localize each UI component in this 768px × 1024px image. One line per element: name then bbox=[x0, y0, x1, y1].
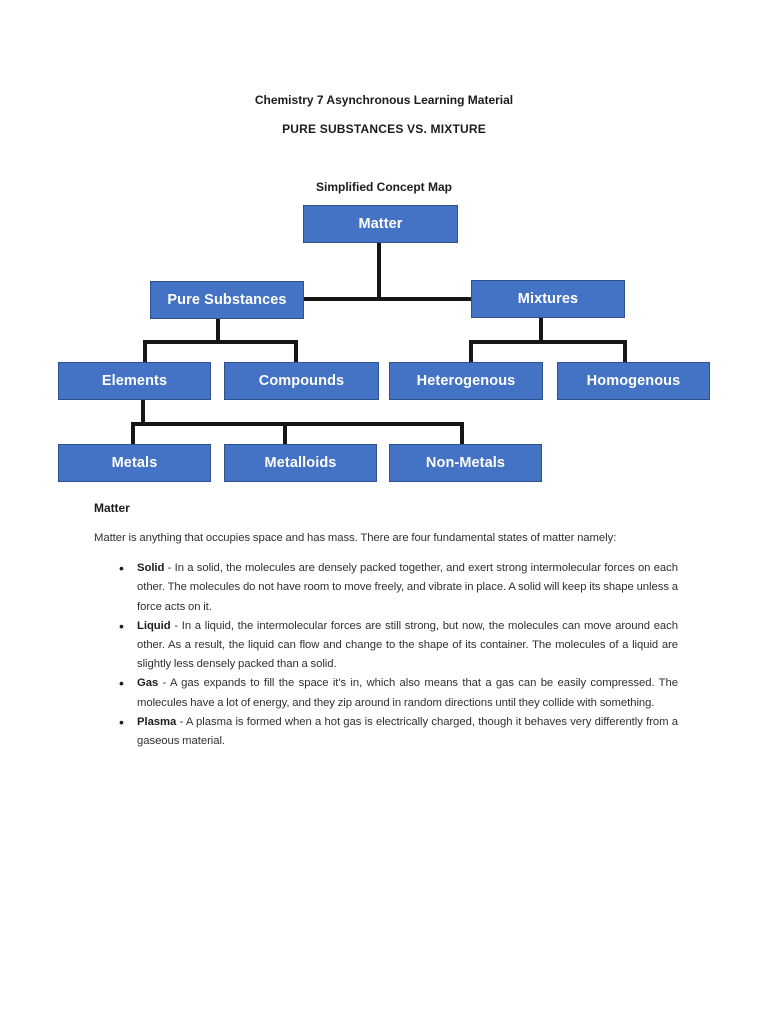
document-subtitle: PURE SUBSTANCES VS. MIXTURE bbox=[282, 122, 486, 136]
term-plasma-description: - A plasma is formed when a hot gas is e… bbox=[137, 715, 678, 748]
term-liquid: Liquid bbox=[137, 619, 171, 632]
states-of-matter-list: Solid - In a solid, the molecules are de… bbox=[94, 559, 678, 751]
node-compounds: Compounds bbox=[224, 362, 379, 400]
list-item-liquid: Liquid - In a liquid, the intermolecular… bbox=[94, 617, 678, 675]
node-elements: Elements bbox=[58, 362, 211, 400]
list-item-solid: Solid - In a solid, the molecules are de… bbox=[94, 559, 678, 617]
concept-map-heading: Simplified Concept Map bbox=[315, 180, 452, 194]
node-heterogenous: Heterogenous bbox=[389, 362, 543, 400]
concept-map-connectors bbox=[131, 243, 627, 445]
node-pure-substances: Pure Substances bbox=[150, 281, 304, 319]
term-solid-description: - In a solid, the molecules are densely … bbox=[137, 562, 678, 613]
node-metals: Metals bbox=[58, 444, 211, 482]
node-non-metals: Non-Metals bbox=[389, 444, 542, 482]
term-solid: Solid bbox=[137, 562, 165, 575]
term-plasma: Plasma bbox=[137, 715, 177, 728]
concept-map: Matter Pure Substances Mixtures Elements… bbox=[0, 0, 768, 500]
node-mixtures: Mixtures bbox=[471, 280, 625, 318]
document-title: Chemistry 7 Asynchronous Learning Materi… bbox=[254, 93, 514, 107]
term-liquid-description: - In a liquid, the intermolecular forces… bbox=[137, 619, 678, 671]
term-gas-description: - A gas expands to fill the space it's i… bbox=[137, 677, 678, 709]
matter-section: Matter Matter is anything that occupies … bbox=[94, 501, 678, 751]
node-matter: Matter bbox=[303, 205, 458, 243]
list-item-plasma: Plasma - A plasma is formed when a hot g… bbox=[94, 713, 678, 751]
node-metalloids: Metalloids bbox=[224, 444, 377, 482]
term-gas: Gas bbox=[137, 677, 159, 690]
matter-intro-text: Matter is anything that occupies space a… bbox=[94, 532, 617, 544]
list-item-gas: Gas - A gas expands to fill the space it… bbox=[94, 674, 678, 712]
node-homogenous: Homogenous bbox=[557, 362, 710, 400]
matter-section-heading: Matter bbox=[94, 501, 130, 515]
